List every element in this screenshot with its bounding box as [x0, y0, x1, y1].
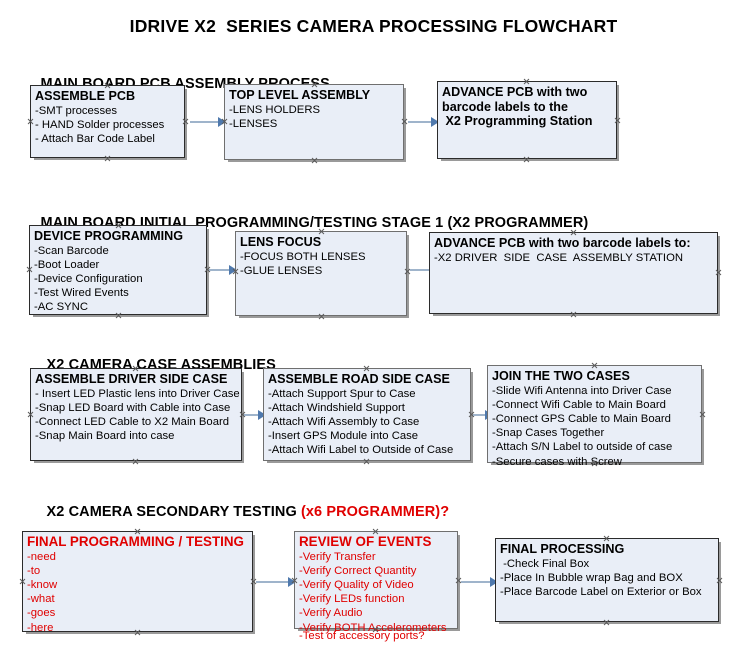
- flow-box-line: barcode labels to the: [442, 99, 568, 114]
- flow-box-line: -what: [27, 593, 55, 606]
- flow-box-line: -Slide Wifi Antenna into Driver Case: [492, 384, 672, 397]
- flow-box-line: -FOCUS BOTH LENSES: [240, 250, 366, 263]
- flow-box-line: -Boot Loader: [34, 258, 100, 271]
- flow-box-line: -Connect LED Cable to X2 Main Board: [35, 415, 230, 428]
- flow-box-line: -Attach S/N Label to outside of case: [492, 441, 673, 454]
- arrow-connector: [190, 117, 226, 127]
- flow-box-line: -Attach Wifi Assembly to Case: [268, 415, 420, 428]
- flow-box-title: FINAL PROCESSING: [500, 542, 625, 556]
- flow-box-line: -AC SYNC: [34, 301, 88, 314]
- flow-box-final-programming-testing[interactable]: FINAL PROGRAMMING / TESTING -need -to -k…: [22, 531, 253, 634]
- flow-box-lens-focus[interactable]: LENS FOCUS -FOCUS BOTH LENSES -GLUE LENS…: [235, 231, 407, 316]
- flow-box-line: -Verify Transfer: [299, 550, 376, 563]
- flow-box-line: -need: [27, 550, 56, 563]
- arrow-shaft: [209, 269, 230, 271]
- flow-box-title: DEVICE PROGRAMMING: [34, 229, 184, 243]
- flow-box-title: ADVANCE PCB with two: [442, 85, 588, 99]
- flow-box-title: ADVANCE PCB with two barcode labels to:: [434, 236, 691, 250]
- flow-box-line: - Attach Bar Code Label: [35, 132, 155, 145]
- flow-box-title: REVIEW OF EVENTS: [299, 534, 432, 549]
- flow-box-line: -Attach Support Spur to Case: [268, 387, 416, 400]
- arrow-connector: [461, 577, 498, 587]
- section-heading-4-red: (x6 PROGRAMMER)?: [300, 504, 450, 520]
- flow-box-line: -here: [27, 621, 54, 634]
- flow-box-line: -Secure cases with Screw: [492, 455, 622, 468]
- flow-box-title: JOIN THE TWO CASES: [492, 369, 630, 383]
- flow-box-line: - Insert LED Plastic lens into Driver Ca…: [35, 387, 240, 400]
- flow-box-line: -goes: [27, 607, 56, 620]
- arrow-connector: [256, 577, 296, 587]
- flow-box-top-level-assembly[interactable]: TOP LEVEL ASSEMBLY -LENS HOLDERS -LENSES: [224, 84, 404, 160]
- flow-box-advance-pcb-2[interactable]: ADVANCE PCB with two barcode labels to: …: [429, 232, 718, 314]
- flow-box-line: -Connect Wifi Cable to Main Board: [492, 398, 666, 411]
- flow-box-line: -Snap Main Board into case: [35, 430, 175, 443]
- section-heading-4-text: X2 CAMERA SECONDARY TESTING: [46, 504, 301, 520]
- arrow-shaft: [461, 581, 491, 583]
- flow-box-line: -know: [27, 578, 58, 591]
- flow-box-line: -Verify Quality of Video: [299, 578, 414, 591]
- flow-box-line: -Verify LEDs function: [299, 593, 405, 606]
- flow-box-line: -LENSES: [229, 117, 278, 130]
- flow-box-line: -Test Wired Events: [34, 287, 129, 300]
- arrow-shaft: [256, 581, 289, 583]
- flow-box-title: ASSEMBLE ROAD SIDE CASE: [268, 372, 450, 386]
- flow-box-overflow-line: -Test of accessory ports?: [299, 629, 425, 642]
- flow-box-title: FINAL PROGRAMMING / TESTING: [27, 534, 244, 549]
- flow-box-device-programming[interactable]: DEVICE PROGRAMMING -Scan Barcode -Boot L…: [29, 225, 207, 315]
- flow-box-assemble-driver-side-case[interactable]: ASSEMBLE DRIVER SIDE CASE - Insert LED P…: [30, 368, 242, 461]
- flow-box-line: -Insert GPS Module into Case: [268, 430, 419, 443]
- flow-box-line: -Attach Windshield Support: [268, 401, 405, 414]
- arrow-shaft: [410, 269, 431, 271]
- flow-box-join-the-two-cases[interactable]: JOIN THE TWO CASES -Slide Wifi Antenna i…: [487, 365, 702, 468]
- flow-box-line: -Place Barcode Label on Exterior or Box: [500, 585, 702, 598]
- flow-box-line: -Check Final Box: [500, 557, 590, 570]
- flow-box-line: -Verify Audio: [299, 607, 363, 620]
- flow-box-review-of-events[interactable]: REVIEW OF EVENTS -Verify Transfer -Verif…: [294, 531, 458, 642]
- flow-box-assemble-road-side-case[interactable]: ASSEMBLE ROAD SIDE CASE -Attach Support …: [263, 368, 471, 461]
- arrow-shaft: [190, 121, 219, 123]
- flow-box-line: -Connect GPS Cable to Main Board: [492, 412, 671, 425]
- flow-box-title: ASSEMBLE DRIVER SIDE CASE: [35, 372, 228, 386]
- flow-box-line: -LENS HOLDERS: [229, 103, 321, 116]
- flow-box-line: -Scan Barcode: [34, 244, 109, 257]
- flow-box-final-processing[interactable]: FINAL PROCESSING -Check Final Box -Place…: [495, 538, 719, 622]
- flow-box-line: -Attach Wifi Label to Outside of Case: [268, 444, 454, 457]
- flow-box-line: -Place In Bubble wrap Bag and BOX: [500, 571, 683, 584]
- flow-box-line: -to: [27, 564, 41, 577]
- flow-box-line: -SMT processes: [35, 104, 118, 117]
- flow-box-line: -X2 DRIVER SIDE CASE ASSEMBLY STATION: [434, 251, 684, 264]
- arrow-shaft: [408, 121, 432, 123]
- flow-box-line: -Snap LED Board with Cable into Case: [35, 401, 231, 414]
- flow-box-line: -Verify BOTH Accelerometers: [299, 621, 447, 634]
- flow-box-line: - HAND Solder processes: [35, 118, 165, 131]
- flow-box-advance-pcb-1[interactable]: ADVANCE PCB with two barcode labels to t…: [437, 81, 617, 159]
- flow-box-line: -Snap Cases Together: [492, 427, 605, 440]
- flow-box-title: ASSEMBLE PCB: [35, 89, 136, 103]
- flow-box-line: -Verify Correct Quantity: [299, 564, 417, 577]
- flow-box-assemble-pcb[interactable]: ASSEMBLE PCB -SMT processes - HAND Solde…: [30, 85, 185, 158]
- section-heading-4: X2 CAMERA SECONDARY TESTING (x6 PROGRAMM…: [30, 488, 450, 536]
- flow-box-title: LENS FOCUS: [240, 235, 322, 249]
- page-title: IDRIVE X2 SERIES CAMERA PROCESSING FLOWC…: [129, 16, 618, 36]
- arrow-connector: [209, 265, 237, 275]
- flow-box-line: -GLUE LENSES: [240, 264, 323, 277]
- flow-box-line: X2 Programming Station: [442, 114, 593, 128]
- arrow-connector: [408, 117, 439, 127]
- arrow-shaft: [473, 414, 486, 416]
- arrow-shaft: [244, 414, 259, 416]
- flow-box-title: TOP LEVEL ASSEMBLY: [229, 88, 371, 102]
- flow-box-line: -Device Configuration: [34, 272, 143, 285]
